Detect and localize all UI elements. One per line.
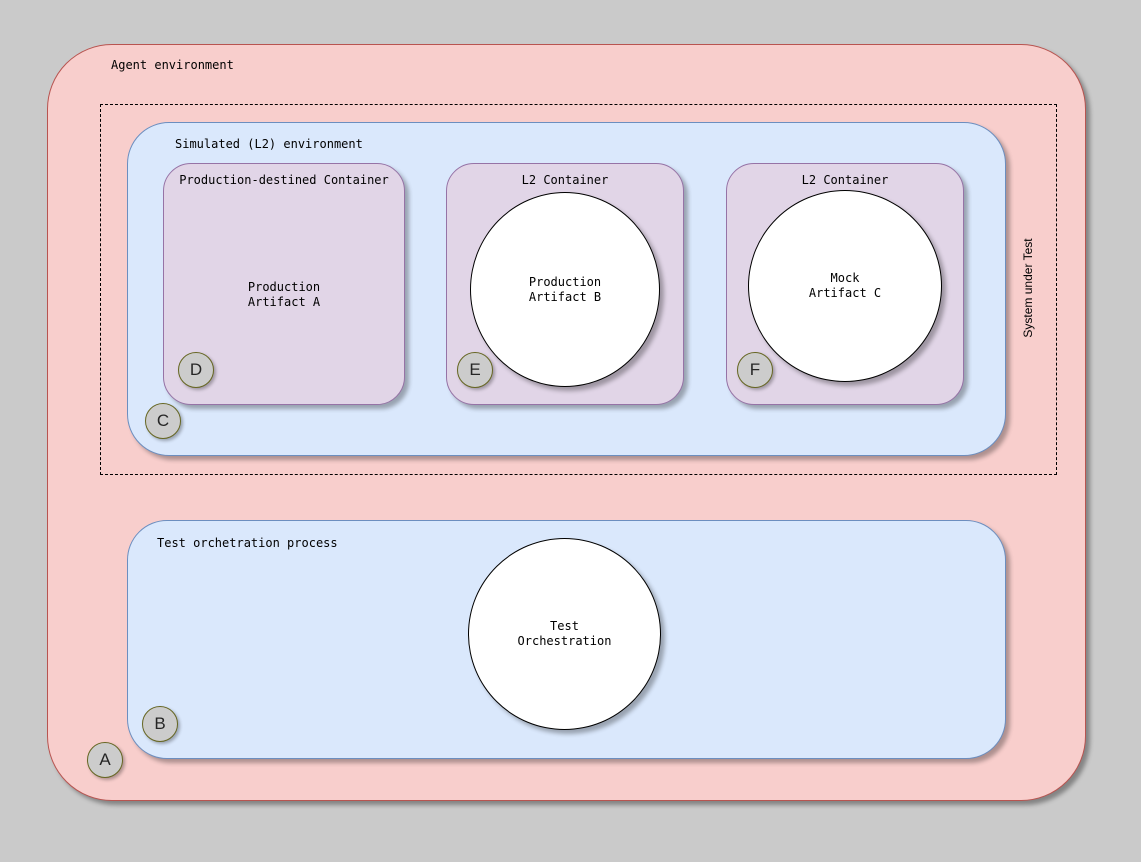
- simulated-env-label: Simulated (L2) environment: [175, 137, 363, 151]
- badge-d: D: [178, 352, 214, 388]
- mock-artifact-c-label: Mock Artifact C: [808, 271, 882, 300]
- badge-e: E: [457, 352, 493, 388]
- production-destined-container-title: Production-destined Container: [179, 173, 389, 187]
- l2-container-b-title: L2 Container: [521, 173, 609, 187]
- badge-f: F: [737, 352, 773, 388]
- agent-environment-label: Agent environment: [111, 58, 234, 72]
- production-artifact-b-label: Production Artifact B: [528, 274, 602, 304]
- mock-artifact-c-circle: Mock Artifact C: [748, 190, 942, 382]
- production-artifact-b-circle: Production Artifact B: [470, 192, 660, 387]
- system-under-test-boundary: [100, 104, 1057, 475]
- test-orchestration-label: Test Orchestration: [517, 619, 612, 648]
- l2-container-b: L2 Container Production Artifact B: [446, 163, 684, 405]
- l2-container-c-title: L2 Container: [801, 173, 889, 187]
- test-orchestration-process-label: Test orchetration process: [157, 536, 338, 550]
- badge-b: B: [142, 706, 178, 742]
- system-under-test-label: System under Test: [1021, 238, 1035, 338]
- production-artifact-a-label: Production Artifact A: [247, 280, 321, 309]
- badge-c: C: [145, 403, 181, 439]
- badge-a: A: [87, 742, 123, 778]
- test-orchestration-circle: Test Orchestration: [468, 538, 661, 730]
